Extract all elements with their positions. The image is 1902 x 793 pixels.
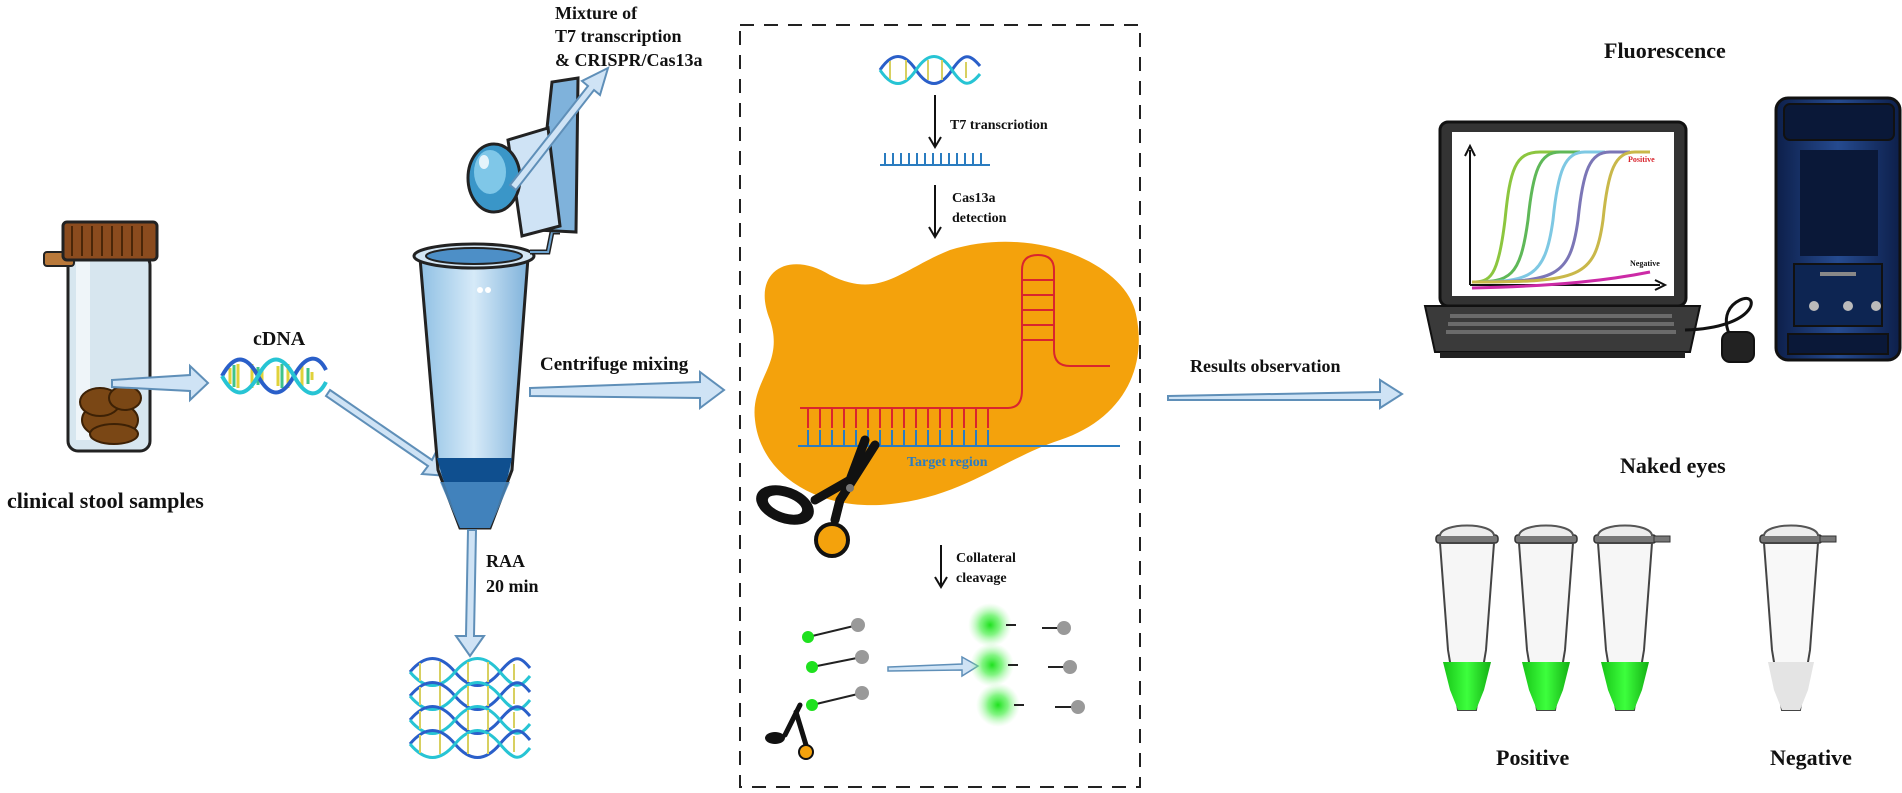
tube-lid [466,76,580,238]
positive-tube-1 [1435,534,1499,711]
cas13a-label-line1: Cas13a [952,191,996,206]
negative-tube [1759,524,1837,711]
stool-sample-tube [43,220,159,453]
arrow-collateral-down-icon [934,545,948,589]
t7-transcription-label: T7 transcriotion [950,118,1048,133]
amplified-dna-icon [408,657,532,759]
rna-transcript-icon [880,153,990,166]
mixture-label-line3: & CRISPR/Cas13a [555,50,703,70]
raa-label-line2: 20 min [486,576,539,596]
arrow-cdna-to-tube [324,388,450,478]
arrow-t7-down-icon [928,95,942,149]
dna-template-icon [878,55,982,85]
arrow-raa-down [454,529,486,658]
cdna-helix-icon [220,356,328,396]
positive-tube-2 [1514,534,1578,711]
positive-label: Positive [1496,745,1570,770]
fluorescence-heading: Fluorescence [1604,38,1726,63]
arrow-results-observation [1167,378,1404,410]
clinical-stool-samples-label: clinical stool samples [7,488,204,513]
target-region-label: Target region [907,455,988,470]
raa-label-line1: RAA [486,551,525,571]
arrow-mixture-to-lid [508,66,610,192]
screen-positive-label: Positive [1628,155,1655,164]
reaction-tube [412,229,560,530]
detection-process-box [739,24,1141,788]
scissors-icon [756,435,880,558]
stool-sample [79,385,142,445]
results-observation-label: Results observation [1190,356,1341,376]
centrifuge-mixing-label: Centrifuge mixing [540,354,689,375]
positive-tube-3 [1593,534,1671,711]
cdna-label: cDNA [253,328,306,350]
negative-label: Negative [1770,745,1852,770]
amplification-curves [1464,143,1668,291]
cas13a-protein-blob [754,241,1139,506]
small-scissors-icon [765,702,814,760]
crrna-hairpin [800,253,1110,428]
positive-tube-lids [1439,524,1653,537]
naked-eyes-heading: Naked eyes [1620,453,1726,478]
collateral-label-line1: Collateral [956,551,1016,566]
mixture-label-line2: T7 transcription [555,26,682,46]
reporter-probes-cleaved [968,603,1085,727]
arrow-cleavage [887,655,980,678]
arrow-centrifuge-mixing [529,370,726,410]
mixture-label-line1: Mixture of [555,3,638,23]
collateral-label-line2: cleavage [956,571,1007,586]
reporter-probes-intact [802,618,869,711]
cas13a-label-line2: detection [952,211,1007,226]
screen-negative-label: Negative [1630,259,1660,268]
laptop-icon [1423,120,1755,363]
arrow-stool-to-cdna [111,363,210,403]
fluorescence-instrument-icon [1774,96,1902,362]
arrow-cas13a-down-icon [928,185,942,239]
